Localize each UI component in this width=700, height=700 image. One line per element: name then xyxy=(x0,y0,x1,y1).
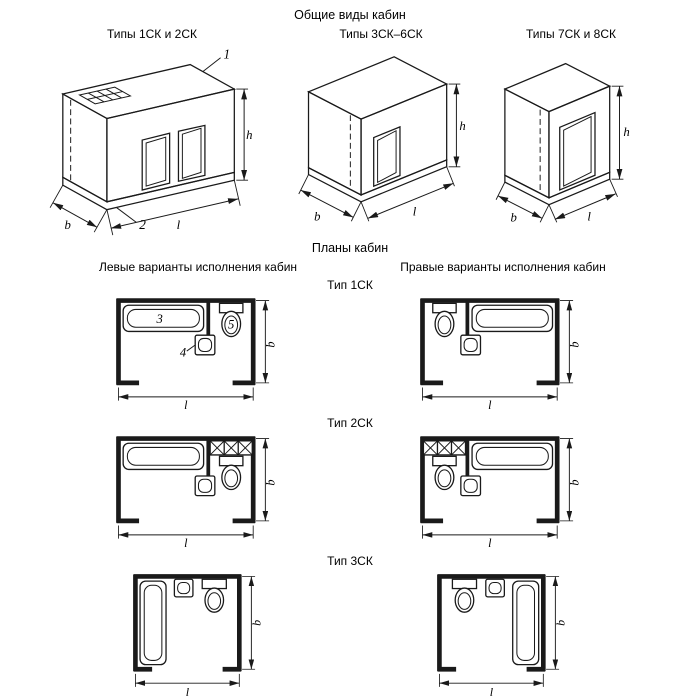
h-dim-label: h xyxy=(246,128,252,142)
plan-row-3sk: b l b l xyxy=(0,569,700,699)
roof-face xyxy=(503,62,612,113)
general-views-row: Типы 1СК и 2СК 1 2 h xyxy=(0,27,700,241)
plan-row-2sk: b l b l xyxy=(0,431,700,549)
right-variants-header: Правые варианты исполнения кабин xyxy=(400,260,606,274)
b-dim-label: b xyxy=(568,479,582,485)
view-block-3: Типы 7СК и 8СК h b l xyxy=(490,27,652,236)
row-label-type-1sk: Тип 1СК xyxy=(327,278,373,292)
base-slab xyxy=(62,171,235,211)
plan-3sk-left: b l xyxy=(128,569,263,699)
l-dim-label: l xyxy=(177,218,181,232)
l-dim-label: l xyxy=(489,685,493,699)
view-3-label: Типы 7СК и 8СК xyxy=(526,27,616,41)
b-dim-label: b xyxy=(553,620,567,626)
door-2-leaf xyxy=(181,127,202,179)
l-dim-label: l xyxy=(488,536,492,549)
views-section-title: Общие виды кабин xyxy=(294,8,406,22)
door-leaf xyxy=(563,115,592,187)
isometric-view-7sk-8sk: h b l xyxy=(495,62,630,224)
b-dim-label: b xyxy=(314,209,320,223)
end-face xyxy=(504,88,550,199)
l-dimension-line xyxy=(554,193,616,220)
roof-vent-grille-lines xyxy=(87,88,123,103)
end-face xyxy=(307,90,362,197)
dim-extension-lines xyxy=(118,300,270,401)
base-slab xyxy=(504,171,611,206)
callout-2-leader xyxy=(116,207,137,223)
front-face xyxy=(548,85,611,199)
l-dim-label: l xyxy=(413,204,417,218)
b-dim-label: b xyxy=(249,620,263,626)
b-dimension-line xyxy=(497,195,543,219)
b-dim-label: b xyxy=(264,479,278,485)
callout-roof-panel: 1 xyxy=(224,47,231,62)
b-dimension-line xyxy=(300,189,354,218)
row-label-type-3sk: Тип 3СК xyxy=(327,554,373,568)
l-dim-label: l xyxy=(184,398,188,411)
plan-row-1sk: 3 4 5 b l b l xyxy=(0,293,700,411)
callout-washbasin: 4 xyxy=(180,346,187,360)
l-dim-label: l xyxy=(587,209,591,223)
b-dim-label: b xyxy=(65,218,71,232)
plan-interior xyxy=(117,437,255,523)
door-frame xyxy=(559,111,596,191)
callout-bathtub: 3 xyxy=(155,312,162,326)
b-dim-label: b xyxy=(511,210,517,224)
left-variants-header: Левые варианты исполнения кабин xyxy=(98,260,298,274)
plan-2sk-left: b l xyxy=(111,431,278,549)
door-leaf xyxy=(377,129,397,184)
plan-1sk-right: b l xyxy=(415,293,582,411)
l-extension-lines xyxy=(360,166,455,222)
l-dim-label: l xyxy=(488,398,492,411)
callout-base: 2 xyxy=(139,217,146,232)
plan-interior xyxy=(133,575,241,671)
door-1-leaf xyxy=(145,136,167,187)
b-extension-lines xyxy=(495,181,550,223)
l-dim-label: l xyxy=(185,685,189,699)
plan-3sk-right: b l xyxy=(432,569,567,699)
plan-1sk-left: 3 4 5 b l xyxy=(111,293,278,411)
l-dimension-line xyxy=(110,198,239,229)
end-face xyxy=(62,92,108,203)
washbasin-leader xyxy=(186,344,196,352)
b-extension-lines xyxy=(298,174,362,222)
plans-section-title: Планы кабин xyxy=(311,241,389,255)
l-extension-lines xyxy=(106,180,241,236)
b-extension-lines xyxy=(49,184,108,233)
plan-interior-mirrored xyxy=(421,299,559,385)
door-1-frame xyxy=(141,132,171,191)
door-2-frame xyxy=(177,124,206,183)
roof-vent-grille xyxy=(78,86,132,105)
h-extension-lines xyxy=(611,85,624,180)
plan-interior-mirrored xyxy=(421,437,559,523)
l-dim-label: l xyxy=(184,536,188,549)
callout-1-leader xyxy=(202,57,221,72)
callout-toilet: 5 xyxy=(228,318,234,332)
b-dim-label: b xyxy=(568,341,582,347)
isometric-view-3sk-6sk: h b l xyxy=(298,56,466,223)
plan-2sk-right: b l xyxy=(415,431,582,549)
row-label-type-2sk: Тип 2СК xyxy=(327,416,373,430)
roof-face xyxy=(61,63,237,120)
l-dimension-line xyxy=(367,182,454,219)
door-frame xyxy=(373,125,401,188)
view-block-2: Типы 3СК–6СК h b l xyxy=(290,27,472,235)
variant-headers: Левые варианты исполнения кабин Правые в… xyxy=(0,260,700,275)
plan-interior xyxy=(117,299,255,385)
h-dim-label: h xyxy=(459,119,465,133)
b-dim-label: b xyxy=(264,341,278,347)
b-dimension-line xyxy=(52,202,98,228)
view-2-label: Типы 3СК–6СК xyxy=(339,27,423,41)
plan-interior-mirrored xyxy=(437,575,545,671)
dim-extension-lines xyxy=(118,438,270,539)
h-dim-label: h xyxy=(623,125,629,139)
view-1-label: Типы 1СК и 2СК xyxy=(107,27,197,41)
view-block-1: Типы 1СК и 2СК 1 2 h xyxy=(48,27,256,241)
roof-face xyxy=(307,56,449,120)
isometric-view-1sk-2sk: 1 2 h b l xyxy=(49,47,252,236)
